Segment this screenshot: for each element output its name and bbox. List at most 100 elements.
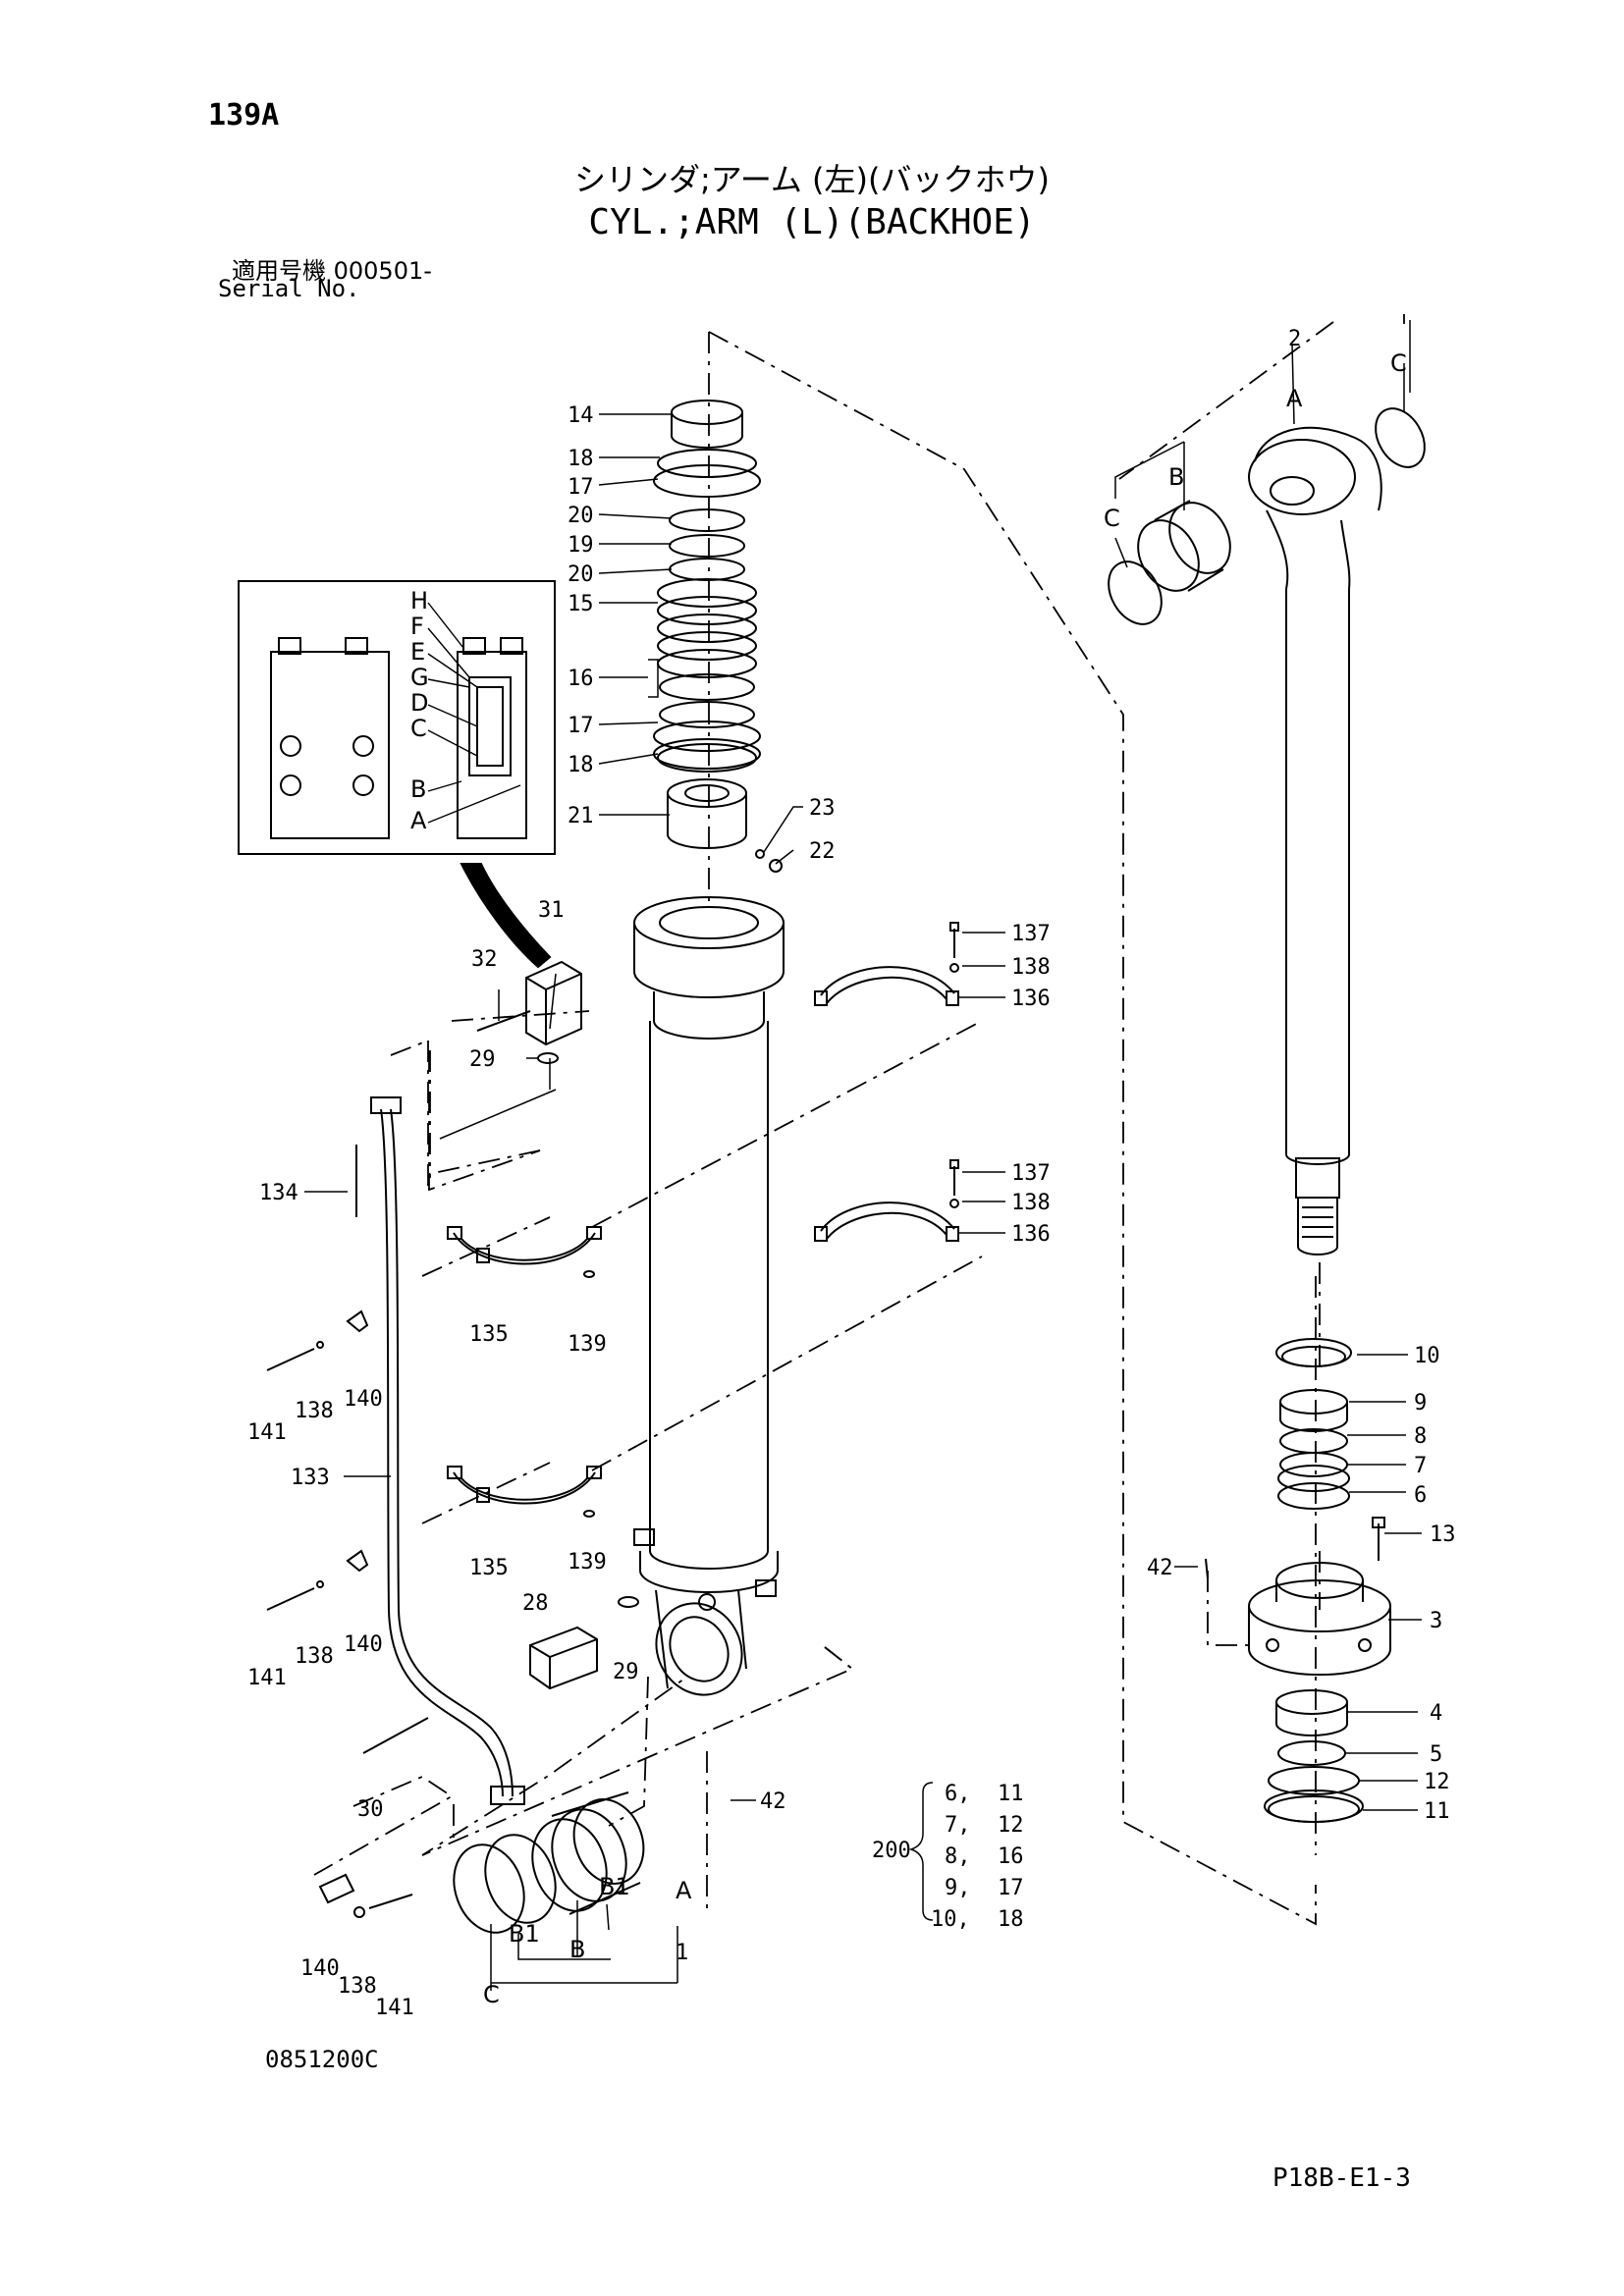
callout-11: 11 (1424, 1799, 1450, 1824)
callout-136: 136 (1011, 987, 1051, 1011)
callout-134: 134 (259, 1181, 298, 1205)
kit-row-2-b: 12 (998, 1813, 1024, 1838)
gland-seal-stack (653, 400, 783, 873)
cylinder-tube (633, 896, 785, 1696)
part-callouts: 14 18 17 20 19 20 15 16 17 18 21 23 22 3… (247, 327, 1456, 2020)
clamp-band-upper-right (814, 922, 959, 1006)
inset-label-h: H (410, 587, 428, 614)
assembly-guide-lines (313, 314, 1405, 1926)
callout-15: 15 (568, 592, 594, 616)
title-japanese: シリンダ;アーム (左)(バックホウ) (573, 161, 1050, 198)
callout-139: 139 (568, 1332, 607, 1357)
piston-assembly (453, 1791, 645, 1934)
callout-138: 138 (1011, 1191, 1051, 1215)
callout-13: 13 (1430, 1522, 1456, 1547)
label-a-rod: A (1286, 385, 1303, 412)
callout-19: 19 (568, 533, 594, 558)
callout-17: 17 (568, 714, 594, 738)
kit-row-1-a: 6, (945, 1782, 971, 1806)
inset-leaders (427, 602, 521, 824)
callout-20: 20 (568, 504, 594, 528)
kit-row-5-a: 10, (931, 1907, 970, 1932)
callout-17: 17 (568, 475, 594, 500)
inset-detail (238, 580, 556, 855)
callout-29: 29 (469, 1047, 496, 1072)
piston-rod (1108, 407, 1426, 1255)
label-b1-right: B1 (599, 1873, 630, 1900)
callout-138: 138 (338, 1974, 377, 1999)
page-code: P18B-E1-3 (1272, 2163, 1411, 2193)
label-b-rod: B (1168, 463, 1184, 491)
callout-138: 138 (1011, 955, 1051, 980)
callout-135: 135 (469, 1556, 509, 1580)
callout-16: 16 (568, 667, 594, 691)
callout-9: 9 (1414, 1391, 1427, 1415)
page-id: 139A (208, 98, 280, 133)
rod-ring-stack (1205, 1338, 1391, 1823)
inset-label-a: A (410, 807, 427, 834)
kit-row-3-a: 8, (945, 1844, 971, 1869)
label-c-rod-left: C (1104, 505, 1120, 532)
clamp-band-lower-right (814, 1159, 959, 1242)
callout-14: 14 (568, 403, 594, 428)
callout-139: 139 (568, 1550, 607, 1575)
callout-12: 12 (1424, 1770, 1450, 1794)
kit-number: 200 (872, 1839, 911, 1863)
callout-1: 1 (676, 1941, 688, 1965)
inset-label-d: D (410, 689, 428, 717)
callout-4: 4 (1430, 1701, 1442, 1726)
callout-22: 22 (809, 839, 836, 864)
callout-42: 42 (1147, 1556, 1173, 1580)
callout-140: 140 (344, 1387, 383, 1412)
hydraulic-pipe (266, 1096, 525, 1918)
callout-135: 135 (469, 1322, 509, 1347)
callout-42: 42 (760, 1789, 786, 1814)
callout-31: 31 (538, 898, 565, 923)
callout-18: 18 (568, 447, 594, 471)
serial-label-japanese: 適用号機 000501- (232, 257, 432, 285)
callout-140: 140 (344, 1632, 383, 1657)
inset-label-c: C (410, 715, 427, 742)
clamp-band-left-lower (447, 1466, 602, 1518)
callout-21: 21 (568, 804, 594, 828)
callout-2: 2 (1288, 327, 1301, 351)
callout-137: 137 (1011, 1161, 1051, 1186)
serial-label-english: Serial No. (218, 275, 360, 302)
label-b1-left: B1 (509, 1920, 540, 1948)
callout-8: 8 (1414, 1424, 1427, 1449)
valve-block (476, 960, 582, 1064)
callout-5: 5 (1430, 1742, 1442, 1767)
callout-29: 29 (613, 1660, 639, 1684)
callout-18: 18 (568, 753, 594, 777)
kit-row-4-a: 9, (945, 1876, 971, 1900)
callout-140: 140 (300, 1956, 340, 1981)
block-28 (529, 1596, 639, 1690)
kit-row-4-b: 17 (998, 1876, 1024, 1900)
repair-kit-table: 200 6, 11 7, 12 8, 16 9, 17 10, 18 (872, 1782, 1024, 1932)
callout-3: 3 (1430, 1609, 1442, 1633)
callout-141: 141 (247, 1666, 287, 1690)
inset-label-g: G (410, 664, 429, 691)
title-english: CYL.;ARM (L)(BACKHOE) (588, 202, 1036, 242)
callout-20: 20 (568, 562, 594, 587)
inset-label-e: E (410, 638, 425, 666)
callout-23: 23 (809, 796, 836, 821)
callout-136: 136 (1011, 1222, 1051, 1247)
callout-30: 30 (357, 1797, 384, 1822)
kit-row-1-b: 11 (998, 1782, 1024, 1806)
callout-138: 138 (295, 1399, 334, 1423)
drawing-code: 0851200C (265, 2046, 379, 2073)
label-b-bottom: B (569, 1936, 585, 1963)
callout-133: 133 (291, 1466, 330, 1490)
inset-label-b: B (410, 775, 426, 803)
kit-row-3-b: 16 (998, 1844, 1024, 1869)
callout-6: 6 (1414, 1483, 1427, 1508)
kit-row-2-a: 7, (945, 1813, 971, 1838)
callout-137: 137 (1011, 922, 1051, 946)
callout-7: 7 (1414, 1454, 1427, 1478)
label-c-bottom: C (483, 1981, 500, 2008)
callout-32: 32 (471, 947, 498, 972)
callout-138: 138 (295, 1644, 334, 1669)
label-a-bottom: A (676, 1877, 692, 1904)
callout-141: 141 (247, 1420, 287, 1445)
